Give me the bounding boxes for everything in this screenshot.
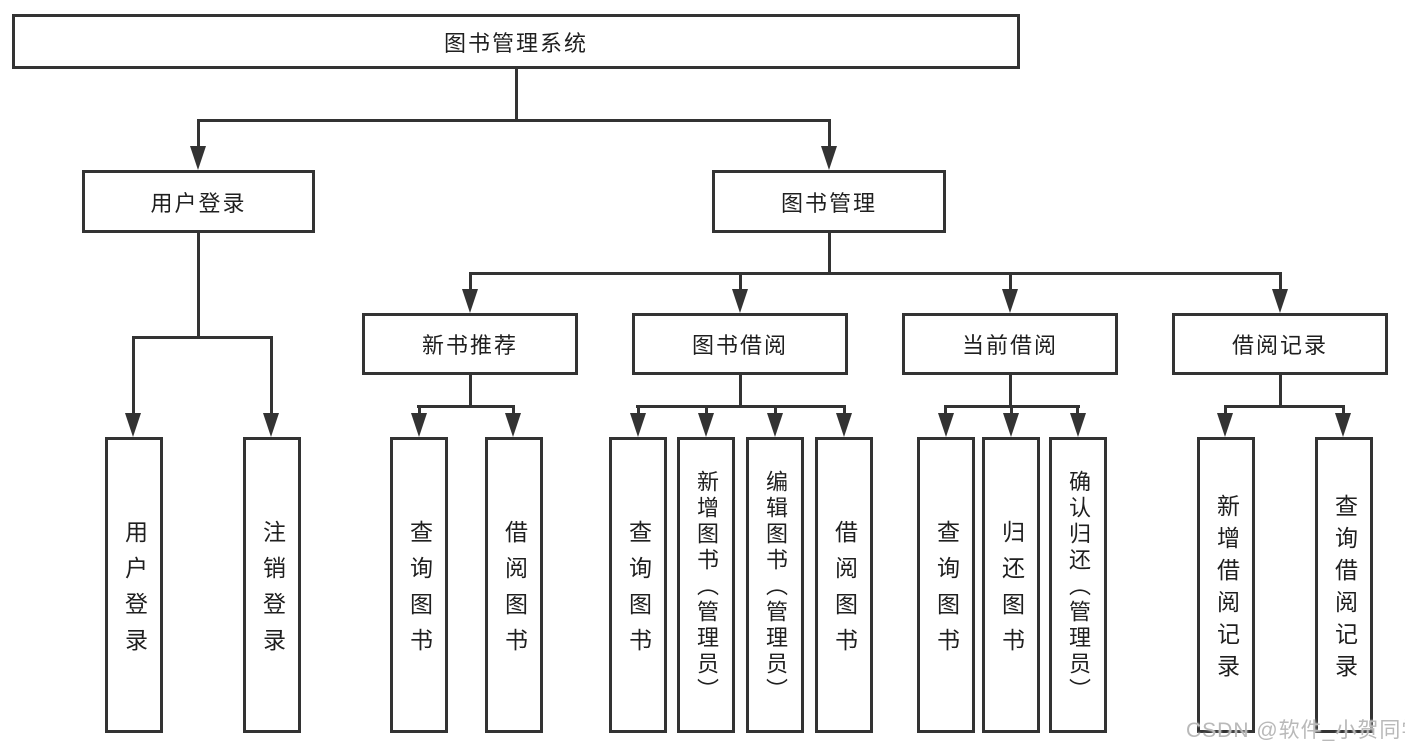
node-book-borrowing-label: 图书借阅: [691, 333, 788, 358]
connector-line: [1009, 275, 1012, 291]
connector-line: [469, 272, 1282, 275]
leaf-borrowing-add-books-admin-label: 新增图书（管理员）: [694, 470, 719, 704]
node-root-system-label: 图书管理系统: [443, 30, 588, 56]
leaf-current-return-books-label: 归还图书: [998, 519, 1025, 664]
leaf-user-login-label: 用户登录: [121, 519, 148, 664]
node-book-management-label: 图书管理: [780, 190, 877, 216]
connector-line: [270, 339, 273, 415]
connector-line: [828, 122, 831, 148]
arrow-down-icon: [732, 289, 748, 313]
leaf-newbooks-query-books-label: 查询图书: [406, 519, 433, 664]
arrow-down-icon: [1003, 413, 1019, 437]
leaf-current-confirm-return-admin: 确认归还（管理员）: [1049, 437, 1107, 733]
leaf-current-query-books-label: 查询图书: [933, 519, 960, 664]
arrow-down-icon: [505, 413, 521, 437]
leaf-current-confirm-return-admin-label: 确认归还（管理员）: [1066, 470, 1091, 704]
leaf-records-query-record-label: 查询借阅记录: [1331, 493, 1358, 686]
connector-line: [1224, 408, 1227, 416]
connector-line: [1279, 275, 1282, 291]
leaf-borrowing-borrow-books-label: 借阅图书: [831, 519, 858, 664]
connector-line: [1076, 408, 1079, 416]
leaf-user-login: 用户登录: [105, 437, 163, 733]
node-borrowing-records-label: 借阅记录: [1231, 333, 1328, 358]
arrow-down-icon: [1272, 289, 1288, 313]
arrow-down-icon: [411, 413, 427, 437]
arrow-down-icon: [836, 413, 852, 437]
arrow-down-icon: [190, 146, 206, 170]
leaf-borrowing-add-books-admin: 新增图书（管理员）: [677, 437, 735, 733]
arrow-down-icon: [698, 413, 714, 437]
connector-line: [417, 405, 515, 408]
leaf-records-add-record-label: 新增借阅记录: [1213, 493, 1240, 686]
connector-line: [469, 375, 472, 408]
node-new-book-recommend-label: 新书推荐: [421, 333, 518, 358]
connector-line: [944, 408, 947, 416]
leaf-borrowing-query-books-label: 查询图书: [625, 519, 652, 664]
connector-line: [705, 408, 708, 416]
node-book-management: 图书管理: [712, 170, 946, 233]
connector-line: [469, 275, 472, 291]
leaf-logout: 注销登录: [243, 437, 301, 733]
arrow-down-icon: [938, 413, 954, 437]
leaf-newbooks-borrow-books-label: 借阅图书: [501, 519, 528, 664]
leaf-current-query-books: 查询图书: [917, 437, 975, 733]
connector-line: [197, 119, 831, 122]
connector-line: [132, 339, 135, 415]
node-user-login-label: 用户登录: [150, 190, 247, 216]
node-new-book-recommend: 新书推荐: [362, 313, 578, 375]
leaf-records-add-record: 新增借阅记录: [1197, 437, 1255, 733]
connector-line: [512, 408, 515, 416]
csdn-watermark: CSDN @软件_小贺同学: [1186, 719, 1405, 742]
connector-line: [1224, 405, 1345, 408]
node-current-borrowing-label: 当前借阅: [961, 333, 1058, 358]
connector-line: [637, 408, 640, 416]
node-root-system: 图书管理系统: [12, 14, 1020, 69]
connector-line: [132, 336, 273, 339]
arrow-down-icon: [1335, 413, 1351, 437]
leaf-borrowing-edit-books-admin-label: 编辑图书（管理员）: [763, 470, 788, 704]
node-book-borrowing: 图书借阅: [632, 313, 848, 375]
arrow-down-icon: [263, 413, 279, 437]
node-borrowing-records: 借阅记录: [1172, 313, 1388, 375]
connector-line: [944, 405, 1080, 408]
node-user-login: 用户登录: [82, 170, 315, 233]
leaf-borrowing-borrow-books: 借阅图书: [815, 437, 873, 733]
connector-line: [739, 275, 742, 291]
arrow-down-icon: [630, 413, 646, 437]
connector-line: [828, 233, 831, 275]
connector-line: [418, 408, 421, 416]
leaf-borrowing-query-books: 查询图书: [609, 437, 667, 733]
node-current-borrowing: 当前借阅: [902, 313, 1118, 375]
leaf-borrowing-edit-books-admin: 编辑图书（管理员）: [746, 437, 804, 733]
arrow-down-icon: [462, 289, 478, 313]
arrow-down-icon: [1070, 413, 1086, 437]
connector-line: [739, 375, 742, 408]
arrow-down-icon: [1002, 289, 1018, 313]
connector-line: [636, 405, 846, 408]
connector-line: [1009, 375, 1012, 408]
leaf-current-return-books: 归还图书: [982, 437, 1040, 733]
leaf-newbooks-query-books: 查询图书: [390, 437, 448, 733]
connector-line: [515, 69, 518, 119]
leaf-records-query-record: 查询借阅记录: [1315, 437, 1373, 733]
arrow-down-icon: [821, 146, 837, 170]
connector-line: [843, 408, 846, 416]
connector-line: [1010, 408, 1013, 416]
connector-line: [1342, 408, 1345, 416]
connector-line: [197, 233, 200, 339]
arrow-down-icon: [125, 413, 141, 437]
leaf-logout-label: 注销登录: [259, 519, 286, 664]
connector-line: [774, 408, 777, 416]
connector-line: [197, 122, 200, 148]
arrow-down-icon: [767, 413, 783, 437]
connector-line: [1279, 375, 1282, 408]
arrow-down-icon: [1217, 413, 1233, 437]
leaf-newbooks-borrow-books: 借阅图书: [485, 437, 543, 733]
